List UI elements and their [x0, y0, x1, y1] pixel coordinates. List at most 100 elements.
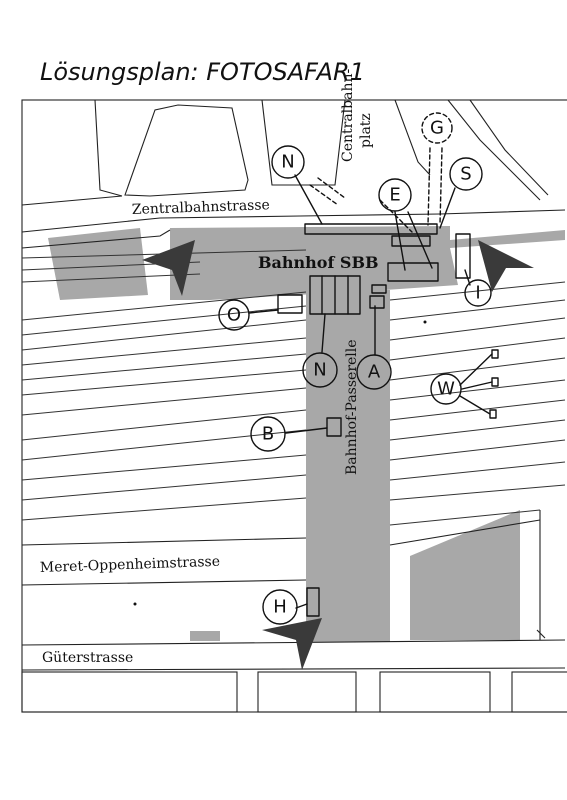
marker-n-top: N [271, 145, 305, 179]
triangle-block [124, 104, 249, 197]
track [389, 439, 566, 461]
block-center [261, 99, 346, 186]
track [21, 305, 307, 336]
marker-n-bottom: N [302, 352, 338, 388]
gray-west-block [48, 228, 148, 300]
track [21, 291, 307, 321]
label-centralbahnplatz-2: platz [358, 113, 374, 148]
dashed-view-g-2 [439, 147, 443, 225]
booth-a-top [371, 284, 387, 294]
track [21, 353, 307, 381]
leader-o [248, 309, 279, 314]
shop-block [387, 262, 439, 282]
marker-a: A [356, 354, 392, 390]
svg-text:E: E [389, 185, 400, 206]
track [21, 429, 307, 461]
svg-text:N: N [281, 152, 294, 173]
block-west-side [94, 99, 123, 197]
w-post-1 [491, 349, 499, 359]
dashed-view-g-1 [427, 147, 431, 226]
zentralbahnstrasse-south-edge [21, 229, 171, 249]
gray-station-area [170, 226, 565, 300]
track [389, 419, 566, 441]
leader-e-2 [407, 211, 433, 269]
arrow-south [262, 618, 322, 670]
track [21, 319, 307, 351]
marker-w: W [430, 373, 462, 405]
label-passerelle: Bahnhof-Passerelle [344, 339, 360, 475]
svg-text:W: W [437, 379, 455, 400]
svg-text:S: S [460, 164, 471, 185]
track [389, 317, 566, 341]
svg-text:G: G [430, 118, 444, 139]
dot-mark [423, 320, 427, 324]
dashed-view-n-2 [317, 177, 346, 199]
meret-south-edge [21, 579, 307, 586]
booth-h [306, 587, 320, 617]
track [389, 379, 566, 401]
block-west-edge [21, 195, 123, 206]
gueter-north-edge [21, 639, 566, 646]
track [389, 281, 566, 301]
post-i [455, 233, 471, 279]
meret-east-edge [389, 519, 541, 546]
marker-s: S [449, 157, 483, 191]
marker-b: B [250, 416, 286, 452]
dashed-view-e [379, 199, 413, 233]
zentralbahnstrasse-north-edge [21, 209, 566, 233]
marker-i: I [464, 279, 492, 307]
road-northeast-3 [447, 99, 541, 201]
label-meret-oppenheimstrasse: Meret-Oppenheimstrasse [40, 554, 221, 576]
track [21, 497, 307, 521]
leader-w-1 [459, 353, 493, 386]
booth-b [326, 417, 342, 437]
leader-b [285, 427, 328, 434]
tick-mark [536, 629, 546, 639]
w-post-3 [489, 409, 497, 419]
label-centralbahnplatz-1: Centralbahn- [340, 69, 356, 162]
map-title: Lösungsplan: FOTOSAFAR1 [40, 58, 365, 86]
track [389, 337, 566, 361]
track [389, 299, 566, 321]
svg-text:A: A [368, 362, 381, 383]
w-post-2 [491, 377, 499, 387]
leader-e-1 [394, 211, 406, 271]
meret-north-edge [21, 537, 307, 546]
leader-s [439, 187, 456, 229]
svg-text:O: O [227, 305, 241, 326]
svg-text:N: N [313, 360, 326, 381]
leader-i [464, 269, 471, 286]
label-bahnhof-sbb: Bahnhof SBB [258, 253, 379, 272]
street-lines [21, 99, 566, 249]
block-south-3 [379, 671, 491, 713]
track [389, 509, 541, 526]
track [389, 484, 566, 501]
track [21, 369, 307, 396]
gueter-south-edge [21, 667, 566, 671]
platform-roof-top [304, 223, 438, 235]
dashed-view-n-1 [309, 184, 339, 206]
marker-o: O [218, 299, 250, 331]
track [21, 454, 307, 481]
gray-small-lot [190, 631, 220, 641]
svg-text:H: H [273, 597, 287, 618]
block-south-1 [21, 671, 238, 713]
track [21, 474, 307, 501]
label-zentralbahnstrasse: Zentralbahnstrasse [132, 197, 271, 218]
lower-streets [21, 510, 567, 713]
track [21, 409, 307, 441]
direction-arrows [142, 240, 534, 670]
gray-areas [48, 226, 565, 642]
track [389, 461, 566, 481]
gray-east-block [410, 510, 520, 640]
track [21, 273, 201, 283]
svg-text:I: I [475, 283, 480, 304]
svg-text:B: B [262, 424, 274, 445]
track [21, 337, 307, 366]
kiosk-e [391, 235, 431, 247]
block-south-4 [511, 671, 567, 713]
leader-n-bottom [321, 313, 326, 353]
railway-tracks [21, 249, 566, 526]
leader-lines [248, 147, 493, 609]
marker-e: E [378, 178, 412, 212]
